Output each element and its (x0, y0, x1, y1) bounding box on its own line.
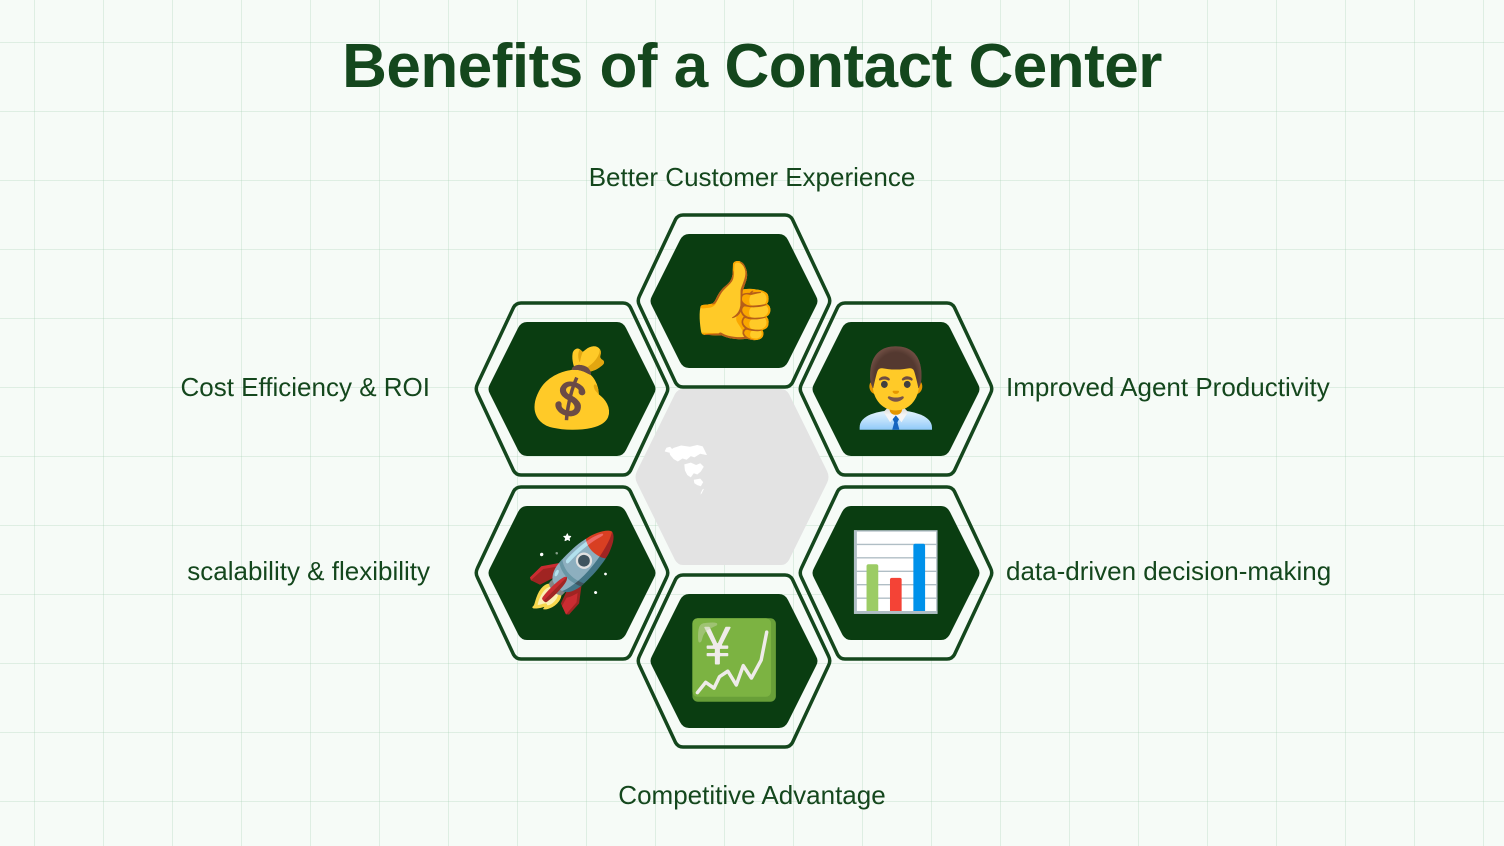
world-map-icon (635, 389, 829, 565)
hexagon-outer-stroke (798, 485, 994, 661)
page-title: Benefits of a Contact Center (342, 32, 1162, 101)
label-better-customer-experience: Better Customer Experience (588, 162, 916, 192)
benefit-node-competitive-advantage[interactable]: 💹 (636, 572, 832, 750)
label-scalability-flexibility: scalability & flexibility (187, 556, 430, 586)
hexagon-outer-stroke (474, 301, 670, 477)
label-data-driven-decision-making: data-driven decision-making (1006, 556, 1332, 586)
hexagon-outer-stroke (636, 573, 832, 749)
hexagon-outer-stroke (474, 485, 670, 661)
label-improved-agent-productivity: Improved Agent Productivity (1006, 372, 1330, 402)
hexagon-inner-fill (488, 322, 656, 456)
thumbs-up-stars-icon: 👍 (686, 258, 782, 343)
hexagon-inner-fill (650, 594, 818, 728)
hexagon-inner-fill (488, 506, 656, 640)
benefit-node-scalability-flexibility[interactable]: 🚀 (474, 484, 670, 662)
hexagon-outer-stroke (798, 301, 994, 477)
label-competitive-advantage: Competitive Advantage (618, 780, 886, 810)
benefit-node-cost-efficiency-roi[interactable]: 💰 (474, 300, 670, 478)
growth-monitor-coins-icon: 💹 (686, 618, 782, 703)
hexagon-outer-stroke (636, 213, 832, 389)
hexagon-inner-fill (812, 322, 980, 456)
benefit-node-better-customer-experience[interactable]: 👍 (636, 212, 832, 390)
rocket-scale-icon: 🚀 (524, 530, 620, 615)
center-world-map-hexagon (634, 386, 830, 568)
hexagon-inner-fill (650, 234, 818, 368)
benefit-node-improved-agent-productivity[interactable]: 👨‍💼 (798, 300, 994, 478)
hexagon-inner-fill (812, 506, 980, 640)
business-agent-icon: 👨‍💼 (848, 346, 944, 431)
money-bag-hand-icon: 💰 (524, 346, 620, 431)
label-cost-efficiency-roi: Cost Efficiency & ROI (180, 372, 431, 402)
analytics-dashboard-icon: 📊 (848, 530, 944, 615)
benefit-node-data-driven-decision-making[interactable]: 📊 (798, 484, 994, 662)
